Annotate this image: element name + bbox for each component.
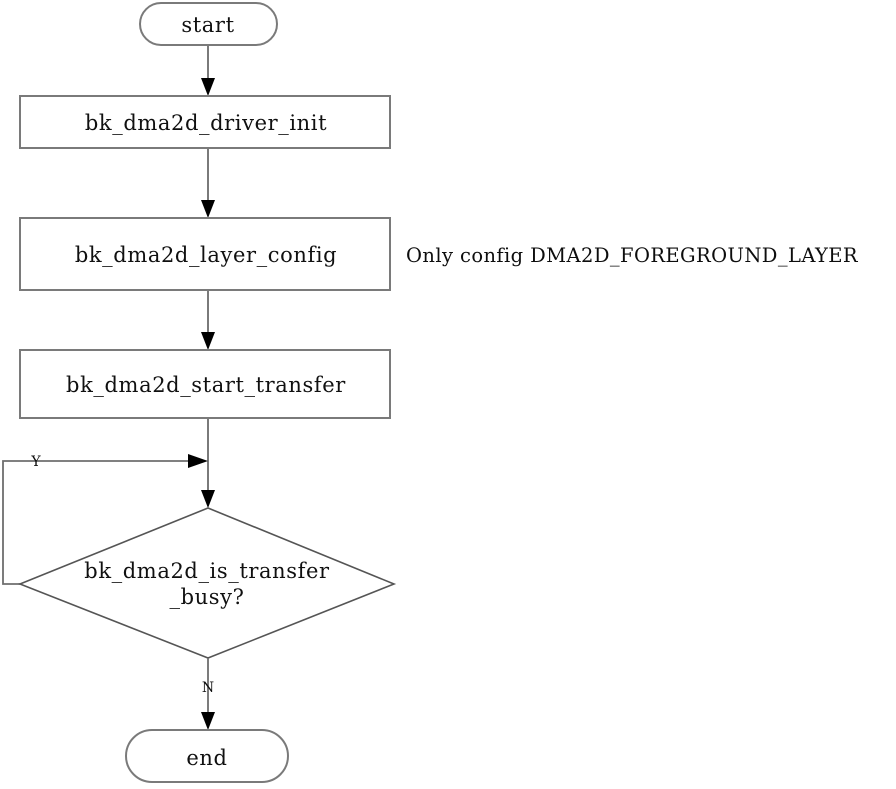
node-driver-init-label: bk_dma2d_driver_init [85,111,327,135]
connector-yes-loop [2,460,190,585]
node-start-transfer-shape[interactable] [19,349,391,419]
node-driver-init-shape[interactable] [19,95,391,149]
node-layer-config-label: bk_dma2d_layer_config [75,243,337,267]
edge-label-no: N [202,680,214,696]
node-is-transfer-busy-label-line1: bk_dma2d_is_transfer [84,559,330,583]
node-start-label: start [181,13,234,37]
node-is-transfer-busy-label-line2: _busy? [170,585,245,609]
arrowhead-start-to-driver-init [201,78,215,96]
edge-label-yes: Y [30,454,41,470]
arrowhead-yes-loop [188,454,208,468]
node-end-shape[interactable] [125,729,289,783]
annotation-layer-config-note: Only config DMA2D_FOREGROUND_LAYER [406,244,859,267]
node-end-label: end [186,746,227,770]
arrowhead-start-transfer-to-decision [201,490,215,508]
node-layer-config-shape[interactable] [19,217,391,291]
arrowhead-no-to-end [201,712,215,730]
arrowhead-driver-init-to-layer-config [201,200,215,218]
node-start-transfer-label: bk_dma2d_start_transfer [66,373,346,397]
node-is-transfer-busy-shape[interactable] [17,507,397,659]
arrowhead-layer-config-to-start-transfer [201,332,215,350]
